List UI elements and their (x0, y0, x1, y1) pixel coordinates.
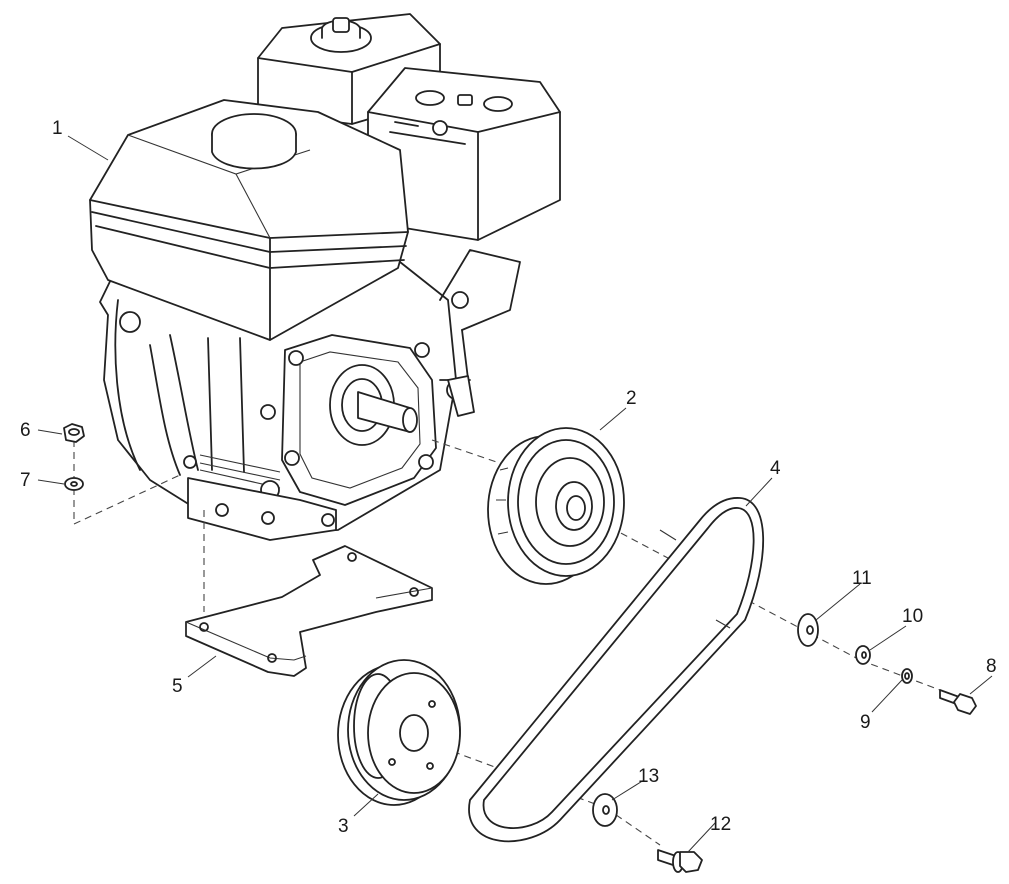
callout-11: 11 (852, 568, 872, 589)
callout-labels: 1 2 3 4 5 6 7 8 9 10 11 12 13 (20, 118, 997, 837)
callout-1: 1 (52, 118, 63, 139)
recoil-starter-housing (89, 99, 409, 341)
leader-lines (37, 135, 993, 853)
large-washer-lower (592, 793, 618, 827)
lock-washer (901, 668, 913, 684)
engine-body (99, 249, 521, 541)
washer-small (64, 477, 84, 491)
engine (89, 13, 561, 541)
callout-2: 2 (626, 388, 637, 409)
callout-3: 3 (338, 816, 349, 837)
mounting-plate (185, 545, 433, 677)
nut (63, 423, 85, 443)
callout-4: 4 (770, 458, 781, 479)
flange-bolt (657, 849, 703, 873)
callout-12: 12 (710, 814, 731, 835)
bolt-right (939, 689, 977, 715)
v-belt (468, 497, 765, 843)
air-cleaner (367, 67, 561, 241)
driven-pulley (337, 659, 461, 806)
drive-pulley (487, 427, 625, 585)
large-washer-upper (797, 613, 819, 647)
callout-5: 5 (172, 676, 183, 697)
callout-7: 7 (20, 470, 31, 491)
callout-13: 13 (638, 766, 659, 787)
flat-washer (855, 645, 871, 665)
callout-10: 10 (902, 606, 923, 627)
callout-9: 9 (860, 712, 871, 733)
callout-6: 6 (20, 420, 31, 441)
callout-8: 8 (986, 656, 997, 677)
